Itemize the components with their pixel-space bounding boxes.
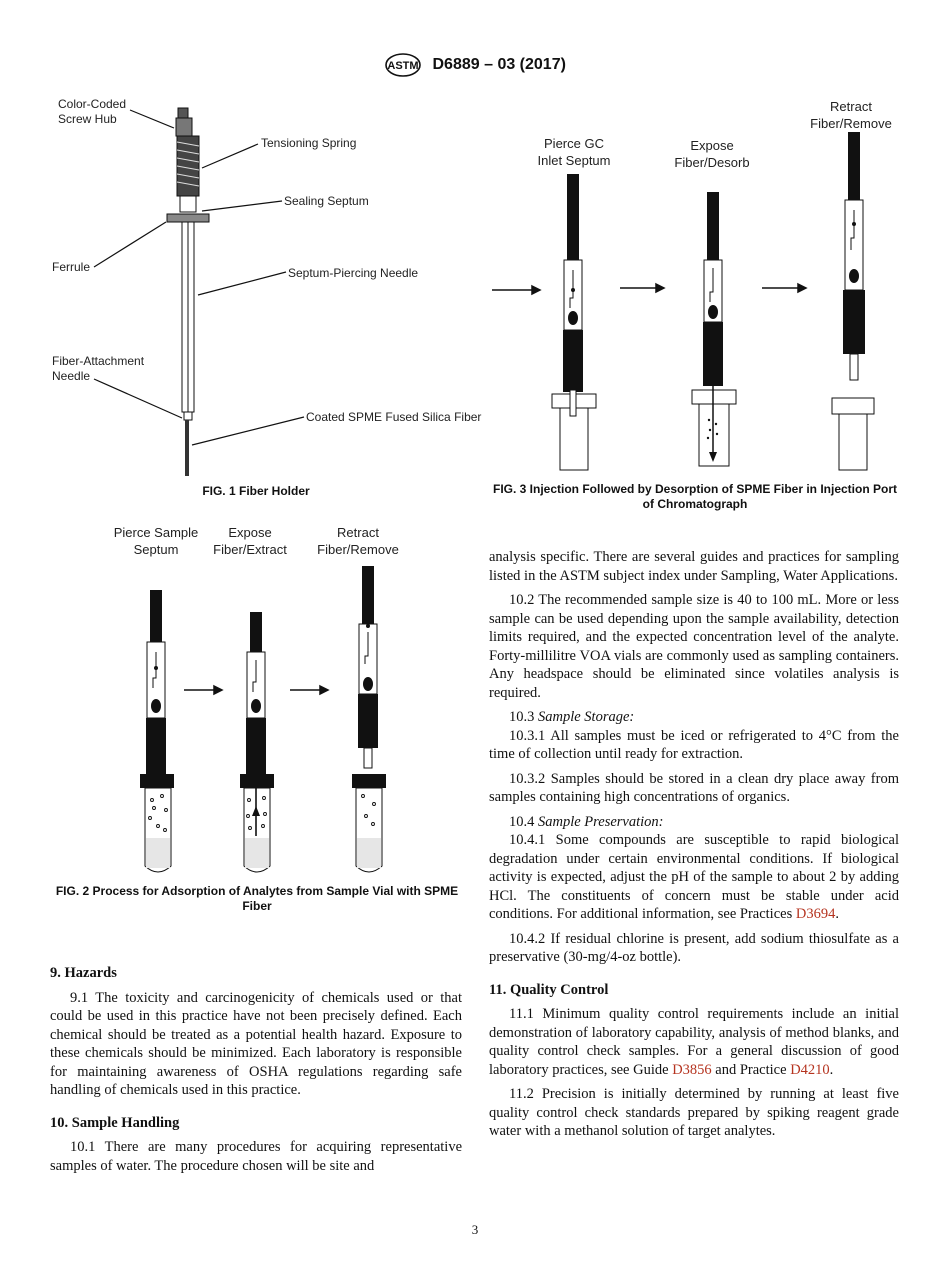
paragraph-11-1: 11.1 Minimum quality control requirement…	[489, 1006, 899, 1078]
section-11-heading: 11. Quality Control	[489, 981, 609, 998]
fig1-leader-lines	[93, 109, 305, 446]
svg-text:ASTM: ASTM	[387, 60, 418, 72]
paragraph-10-3-2: 10.3.2 Samples should be stored in a cle…	[489, 770, 899, 806]
fig1-caption: FIG. 1 Fiber Holder	[202, 484, 310, 498]
page-number: 3	[471, 1222, 479, 1237]
label-septum-piercing-needle: Septum-Piercing Needle	[288, 266, 419, 280]
astm-logo-icon: ASTM	[385, 53, 421, 77]
label-fiber-attachment-needle: Fiber-Attachment Needle	[52, 354, 145, 383]
section-9-heading: 9. Hazards	[50, 965, 117, 981]
paragraph-9-1: 9.1 The toxicity and carcinogenicity of …	[50, 989, 462, 1099]
paragraph-10-3: 10.3 Sample Storage:	[509, 709, 635, 725]
fig3-stage-2-label: Expose Fiber/Desorb	[674, 138, 750, 170]
paragraph-10-1: 10.1 There are many procedures for acqui…	[50, 1139, 462, 1174]
label-coated-spme-fiber: Coated SPME Fused Silica Fiber	[306, 410, 482, 424]
section-10-heading: 10. Sample Handling	[50, 1114, 180, 1131]
paragraph-10-3-1: 10.3.1 All samples must be iced or refri…	[489, 727, 899, 763]
paragraph-10-4-1: 10.4.1 Some compounds are susceptible to…	[489, 832, 899, 922]
fig2-adsorption-diagram	[140, 566, 386, 873]
fig3-stage-3-label: Retract Fiber/Remove	[810, 99, 892, 131]
fig3-injection-diagram	[492, 132, 875, 471]
fig1-fiber-holder-diagram	[166, 107, 210, 476]
label-sealing-septum: Sealing Septum	[284, 194, 369, 208]
right-column: analysis specific. There are several gui…	[489, 548, 899, 1147]
label-color-coded-screw-hub: Color-Coded Screw Hub	[58, 97, 127, 126]
paragraph-10-4: 10.4 Sample Preservation:	[509, 813, 664, 830]
paragraph-11-2: 11.2 Precision is initially determined b…	[489, 1086, 899, 1139]
left-column: 9. Hazards 9.1 The toxicity and carcinog…	[50, 950, 462, 1181]
fig2-stage-3-label: Retract Fiber/Remove	[317, 525, 399, 557]
label-tensioning-spring: Tensioning Spring	[261, 136, 357, 150]
document-header: ASTM D6889 – 03 (2017)	[0, 52, 950, 78]
link-d4210[interactable]: D4210	[790, 1061, 830, 1078]
fig3-caption: FIG. 3 Injection Followed by Desorption …	[492, 482, 898, 511]
fig2-stage-2-label: Expose Fiber/Extract	[213, 525, 287, 557]
fig2-caption: FIG. 2 Process for Adsorption of Analyte…	[55, 884, 459, 913]
paragraph-10-2: 10.2 The recommended sample size is 40 t…	[489, 592, 899, 701]
paragraph-10-4-2: 10.4.2 If residual chlorine is present, …	[489, 930, 899, 966]
label-ferrule: Ferrule	[52, 260, 91, 274]
link-d3856[interactable]: D3856	[672, 1061, 712, 1078]
fig2-stage-1-label: Pierce Sample Septum	[113, 525, 199, 557]
fig3-stage-1-label: Pierce GC Inlet Septum	[537, 136, 611, 168]
standard-designation: D6889 – 03 (2017)	[432, 56, 566, 74]
link-d3694[interactable]: D3694	[795, 906, 836, 922]
paragraph-10-1-continued: analysis specific. There are several gui…	[489, 549, 899, 584]
